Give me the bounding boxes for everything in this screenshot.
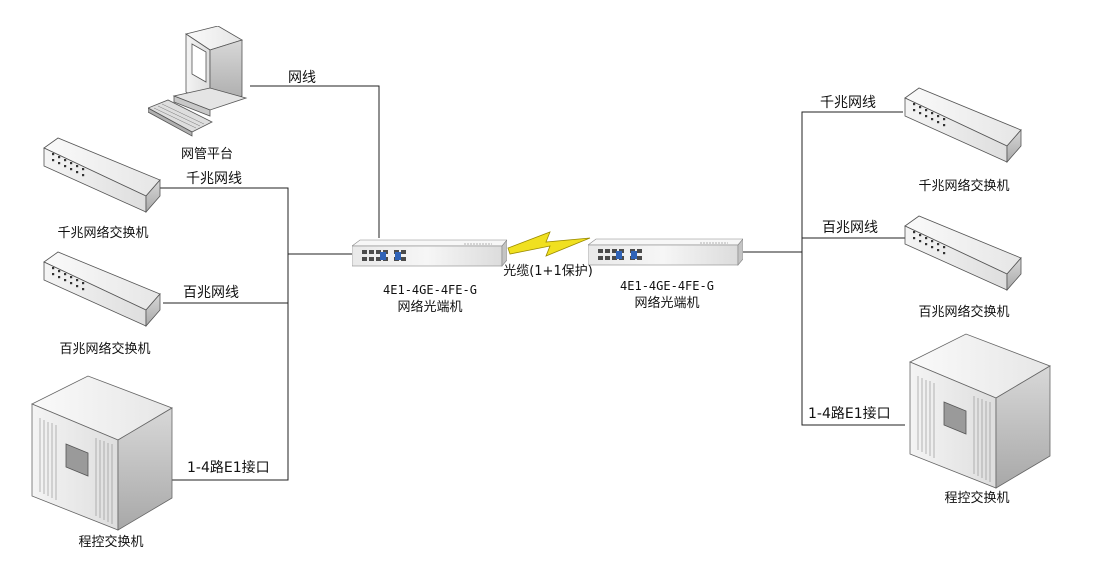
lightning-icon (507, 231, 591, 257)
pc-line-label: 网线 (288, 70, 316, 86)
right-optical-terminal-icon (588, 238, 743, 266)
left-e1-line-label: 1-4路E1接口 (187, 459, 270, 476)
left-optical-terminal-icon (352, 239, 507, 267)
left-pbx-icon (31, 375, 173, 531)
pc-label: 网管平台 (181, 147, 233, 162)
left-terminal-name: 网络光端机 (397, 299, 462, 315)
right-pbx-icon (909, 333, 1051, 489)
left-bus-line (160, 187, 289, 481)
left-gigabit-switch-icon (43, 137, 161, 213)
right-terminal-model: 4E1-4GE-4FE-G (620, 279, 714, 293)
left-pbx-label: 程控交换机 (78, 534, 143, 550)
left-fast-switch-label: 百兆网络交换机 (59, 341, 150, 357)
right-fast-line-label: 百兆网线 (822, 220, 878, 236)
left-gigabit-line-label: 千兆网线 (186, 171, 242, 187)
left-fast-switch-icon (43, 251, 161, 327)
left-fast-line-label: 百兆网线 (183, 285, 239, 301)
right-terminal-name: 网络光端机 (634, 295, 699, 311)
left-gigabit-switch-label: 千兆网络交换机 (57, 225, 148, 241)
right-gigabit-switch-icon (904, 87, 1022, 163)
connection-lines (160, 85, 905, 481)
left-terminal-model: 4E1-4GE-4FE-G (383, 283, 477, 297)
right-bus-line (801, 111, 905, 426)
fiber-label: 光缆(1+1保护) (503, 263, 593, 279)
pc-line (250, 85, 380, 238)
right-fast-switch-label: 百兆网络交换机 (918, 304, 1009, 320)
right-gigabit-switch-label: 千兆网络交换机 (918, 178, 1009, 194)
right-e1-line-label: 1-4路E1接口 (808, 405, 891, 422)
computer-icon (148, 26, 247, 137)
right-gigabit-line-label: 千兆网线 (820, 95, 876, 111)
right-pbx-label: 程控交换机 (944, 490, 1009, 506)
right-fast-switch-icon (904, 215, 1022, 291)
